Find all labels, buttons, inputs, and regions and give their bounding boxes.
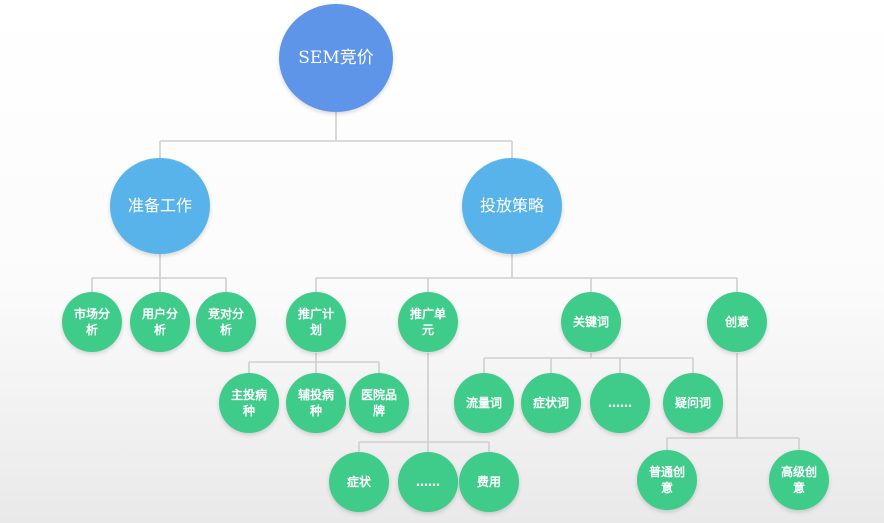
node-advanced-creative: 高级创意 — [769, 450, 829, 510]
node-preparation: 准备工作 — [110, 158, 210, 254]
node-user-analysis: 用户分析 — [130, 292, 190, 352]
node-keyword-ellipsis: …… — [590, 373, 650, 433]
node-hospital-brand: 医院品牌 — [349, 373, 409, 433]
node-aux-disease: 辅投病种 — [286, 373, 346, 433]
node-ad-unit: 推广单元 — [398, 292, 458, 352]
node-competitor-analysis: 竞对分析 — [196, 292, 256, 352]
node-normal-creative: 普通创意 — [637, 450, 697, 510]
node-traffic-words: 流量词 — [454, 373, 514, 433]
node-keywords: 关键词 — [561, 292, 621, 352]
node-sem-bidding: SEM竞价 — [279, 4, 393, 112]
node-campaign-plan: 推广计划 — [286, 292, 346, 352]
node-question-words: 疑问词 — [663, 373, 723, 433]
node-cost: 费用 — [459, 452, 519, 512]
node-symptom-words: 症状词 — [521, 373, 581, 433]
node-main-disease: 主投病种 — [219, 373, 279, 433]
node-delivery-strategy: 投放策略 — [462, 158, 562, 254]
node-unit-ellipsis: …… — [398, 452, 458, 512]
node-symptom: 症状 — [329, 452, 389, 512]
node-market-analysis: 市场分析 — [62, 292, 122, 352]
node-creative: 创意 — [707, 292, 767, 352]
